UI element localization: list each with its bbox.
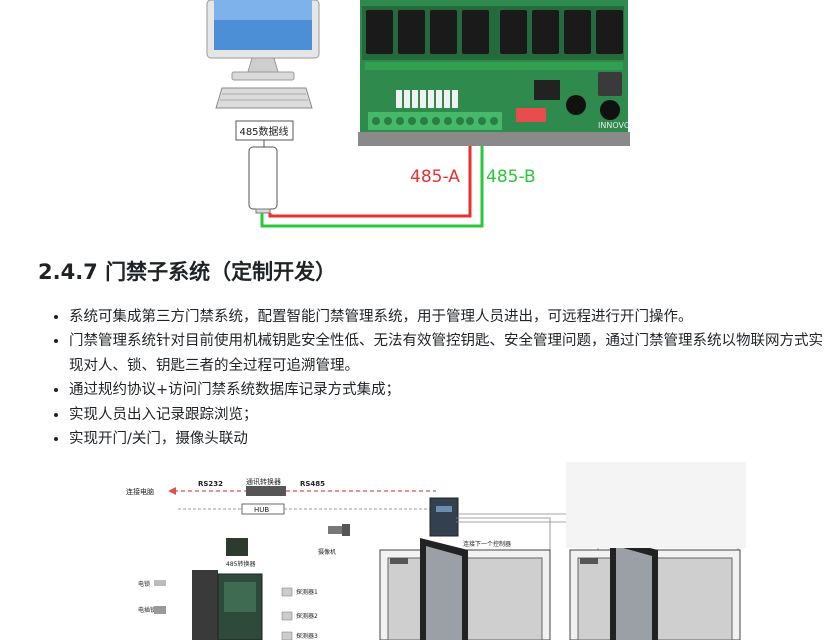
computer-label: 连接电脑: [126, 487, 154, 496]
rs485-wiring-figure: 485数据线: [206, 0, 630, 228]
converter-label: 通讯转换器: [246, 477, 281, 486]
access-control-diagram: RS232 通讯转换器 RS485 连接电脑 HUB 摄像机 485转换器 电锁…: [118, 462, 750, 640]
hub-label: HUB: [254, 506, 269, 514]
rs232-label: RS232: [198, 480, 223, 488]
wire-a-red: [268, 132, 472, 218]
computer-monitor: [206, 0, 320, 81]
rs485-label: RS485: [300, 480, 325, 488]
converter485-label: 485转换器: [226, 560, 255, 568]
list-item: 系统可集成第三方门禁系统，配置智能门禁管理系统，用于管理人员进出，可远程进行开门…: [69, 305, 829, 329]
next-controller-label: 连接下一个控制器: [463, 540, 511, 548]
list-item: 实现开门/关门，摄像头联动: [69, 427, 829, 451]
sensor3-label: 探测器3: [296, 632, 318, 640]
sensor1-label: 探测器1: [296, 588, 318, 596]
wire-b-green: [260, 132, 484, 228]
sensor2-label: 探测器2: [296, 612, 318, 620]
label-485-b: 485-B: [486, 167, 536, 187]
camera-icon: [328, 524, 350, 536]
camera-label: 摄像机: [318, 548, 336, 556]
rs485-converter: 485数据线: [235, 120, 294, 214]
list-item: 通过规约协议+访问门禁系统数据库记录方式集成；: [69, 378, 829, 402]
button-label: 电插锁: [138, 606, 156, 614]
relay-board: INNOVO: [358, 0, 630, 146]
board-brand: INNOVO: [598, 121, 630, 130]
cable-label: 485数据线: [239, 125, 288, 138]
feature-list: 系统可集成第三方门禁系统，配置智能门禁管理系统，用于管理人员进出，可远程进行开门…: [47, 305, 829, 451]
list-item: 实现人员出入记录跟踪浏览；: [69, 403, 829, 427]
list-item: 门禁管理系统针对目前使用机械钥匙安全性低、无法有效管控钥匙、安全管理问题，通过门…: [69, 329, 829, 378]
keyboard: [215, 87, 313, 109]
label-485-a: 485-A: [410, 167, 460, 187]
section-title: 2.4.7 门禁子系统（定制开发）: [38, 260, 337, 284]
lock-label: 电锁: [138, 580, 150, 588]
